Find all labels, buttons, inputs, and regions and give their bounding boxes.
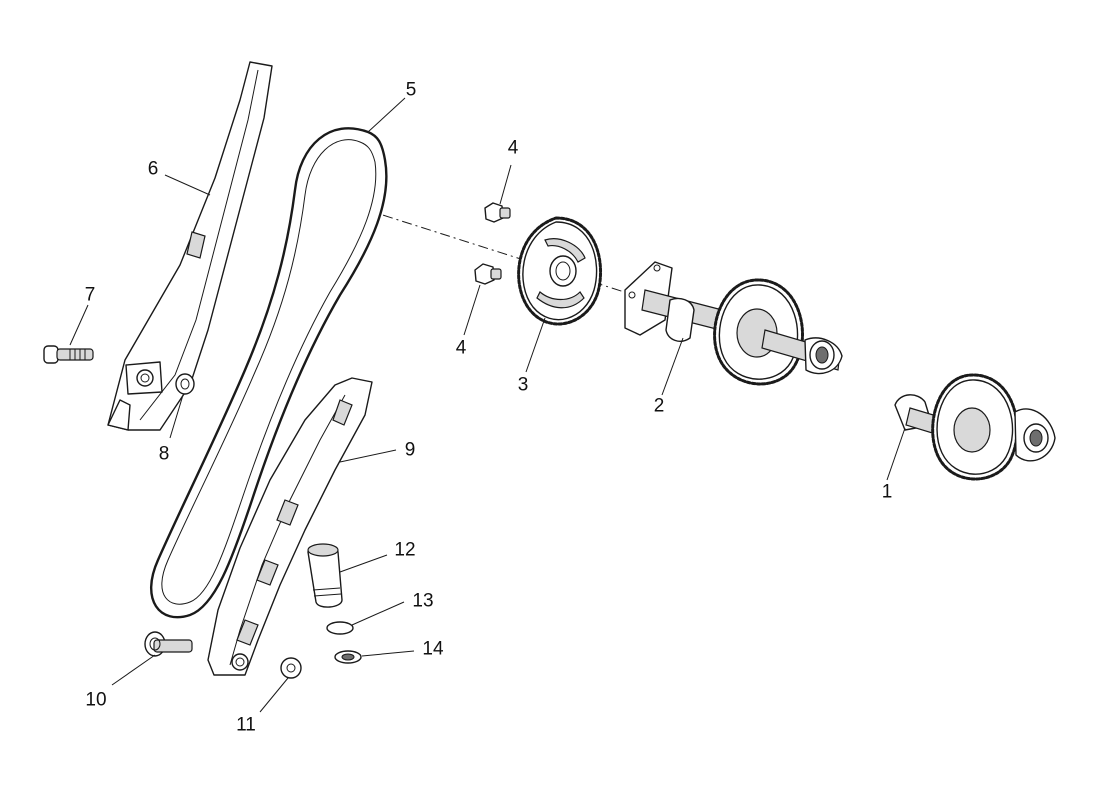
callout-7: 7 (85, 285, 96, 306)
callout-4-top: 4 (508, 138, 519, 159)
part-chain-tensioner-guide[interactable] (207, 377, 373, 676)
callout-1: 1 (882, 482, 893, 503)
callout-11: 11 (236, 715, 256, 736)
leader-line-4-bottom (463, 284, 481, 336)
callout-6: 6 (148, 159, 159, 180)
part-cam-sprocket[interactable] (517, 216, 603, 326)
callout-12: 12 (394, 540, 415, 561)
leader-line-4-top (499, 164, 512, 205)
part-sprocket-bolt-bottom[interactable] (474, 263, 502, 285)
part-pivot-bolt[interactable] (144, 631, 193, 657)
part-bolt-guide[interactable] (43, 345, 94, 364)
part-timing-chain[interactable] (149, 127, 388, 619)
part-camshaft-intake[interactable] (624, 261, 843, 386)
leader-line-3 (525, 317, 546, 373)
leader-line-10 (111, 654, 156, 686)
part-sprocket-bolt-top[interactable] (484, 202, 511, 223)
callout-labels: 1 2 3 4 4 5 6 7 8 9 10 11 12 13 14 (85, 80, 893, 736)
callout-2: 2 (654, 396, 665, 417)
callout-4-bottom: 4 (456, 338, 467, 359)
part-washer[interactable] (280, 657, 302, 679)
callout-8: 8 (159, 444, 170, 465)
callout-5: 5 (406, 80, 417, 101)
center-axis-line (344, 202, 641, 298)
leader-line-5 (367, 97, 406, 133)
callout-3: 3 (518, 375, 529, 396)
leader-line-8 (169, 394, 184, 439)
leader-line-1 (886, 427, 906, 481)
part-tensioner-plunger[interactable] (307, 543, 343, 608)
leader-line-9 (339, 449, 397, 463)
callout-14: 14 (422, 639, 444, 660)
leader-line-2 (661, 337, 684, 396)
part-spacer[interactable] (175, 373, 195, 395)
part-o-ring[interactable] (326, 621, 354, 635)
part-chain-guide-fixed[interactable] (107, 61, 273, 431)
leader-line-7 (69, 304, 89, 346)
leader-line-12 (339, 554, 388, 573)
part-seal-washer[interactable] (334, 650, 362, 664)
leader-line-11 (259, 677, 289, 713)
leader-line-6 (164, 174, 211, 196)
callout-13: 13 (412, 591, 433, 612)
leader-lines (69, 97, 906, 713)
part-camshaft-exhaust[interactable] (894, 373, 1056, 481)
leader-line-13 (351, 601, 405, 626)
callout-10: 10 (85, 690, 106, 711)
leader-line-14 (361, 650, 415, 657)
callout-9: 9 (405, 440, 416, 461)
